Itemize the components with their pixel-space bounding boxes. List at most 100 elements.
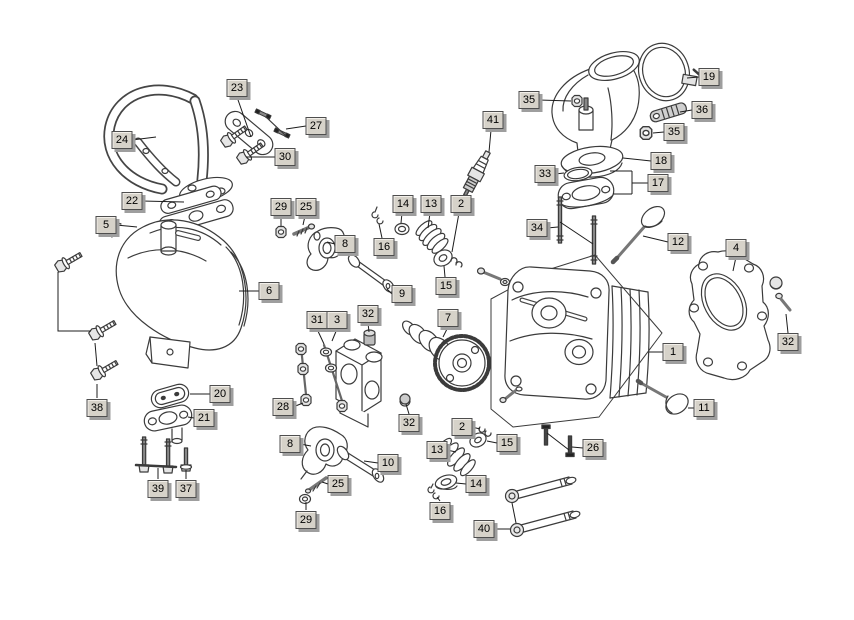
callout-31-28[interactable]: 31: [306, 311, 328, 329]
callout-29-7[interactable]: 29: [270, 198, 292, 216]
callout-2-12[interactable]: 2: [450, 195, 472, 213]
breather-studs-part: [254, 108, 291, 139]
callout-34-24[interactable]: 34: [526, 219, 548, 237]
callout-14-10[interactable]: 14: [392, 195, 414, 213]
callout-17-23[interactable]: 17: [647, 174, 669, 192]
leader-line-26: [571, 446, 584, 449]
callout-19-18[interactable]: 19: [698, 68, 720, 86]
leader-line-35: [538, 99, 572, 102]
callout-32-30[interactable]: 32: [357, 305, 379, 323]
callout-28-33[interactable]: 28: [272, 398, 294, 416]
intake-manifold-part: [551, 50, 640, 178]
callout-30-3[interactable]: 30: [274, 148, 296, 166]
callout-35-20[interactable]: 35: [663, 123, 685, 141]
leader-line-16: [436, 496, 441, 502]
callout-8-9[interactable]: 8: [334, 235, 356, 253]
leader-line-25: [302, 215, 306, 226]
callout-15-47[interactable]: 15: [496, 434, 518, 452]
adjuster-screw2-part: [304, 476, 328, 494]
callout-24-2[interactable]: 24: [111, 131, 133, 149]
callout-14-48[interactable]: 14: [465, 475, 487, 493]
callout-15-14[interactable]: 15: [435, 277, 457, 295]
leader-line-26: [546, 432, 570, 451]
spring-retainer-part: [433, 249, 463, 268]
callout-5-5[interactable]: 5: [95, 216, 117, 234]
leader-line-2: [471, 426, 481, 430]
callout-4-26[interactable]: 4: [725, 239, 747, 257]
callout-20-36[interactable]: 20: [209, 385, 231, 403]
leader-line-21: [187, 416, 195, 419]
callout-16-13[interactable]: 16: [373, 238, 395, 256]
leader-line-22: [141, 200, 185, 203]
manifold-studs-part: [556, 196, 598, 265]
valve-keepers-part: [371, 206, 384, 225]
callout-11-35[interactable]: 11: [693, 399, 715, 417]
callout-33-22[interactable]: 33: [534, 165, 556, 183]
callout-13-11[interactable]: 13: [420, 195, 442, 213]
callout-18-21[interactable]: 18: [650, 152, 672, 170]
callout-32-34[interactable]: 32: [398, 414, 420, 432]
callout-38-38[interactable]: 38: [86, 399, 108, 417]
leader-line-10: [363, 460, 379, 464]
callout-25-41[interactable]: 25: [327, 475, 349, 493]
callout-6-6[interactable]: 6: [258, 282, 280, 300]
valve-spring-part: [415, 220, 449, 254]
holder-studs-part: [295, 342, 348, 413]
callout-3-29[interactable]: 3: [326, 311, 348, 329]
cylinder-head-part: [476, 266, 650, 404]
leader-line-18: [622, 157, 652, 162]
head-studs-part: [541, 424, 575, 458]
leader-line-5: [115, 224, 138, 228]
side-screw-part: [769, 276, 792, 312]
spark-plug-part: [459, 150, 491, 201]
callout-7-31[interactable]: 7: [437, 309, 459, 327]
callout-1-32[interactable]: 1: [662, 343, 684, 361]
spring-seat-washer-part: [394, 222, 410, 236]
leader-line-35: [652, 131, 665, 134]
leader-line-25: [321, 481, 329, 485]
leader-line-13: [446, 449, 457, 453]
callout-41-16[interactable]: 41: [482, 111, 504, 129]
leader-line-32: [785, 313, 789, 334]
callout-32-27[interactable]: 32: [777, 333, 799, 351]
callout-2-45[interactable]: 2: [451, 418, 473, 436]
leader-line-31: [316, 328, 325, 345]
callout-25-8[interactable]: 25: [295, 198, 317, 216]
leader-line-23: [236, 96, 252, 138]
callout-27-1[interactable]: 27: [305, 117, 327, 135]
callout-37-44[interactable]: 37: [175, 480, 197, 498]
leader-line-40: [511, 502, 517, 524]
cylinder-head-gasket-part: [688, 250, 771, 381]
rocker-holder-part: [335, 338, 383, 428]
callout-23-0[interactable]: 23: [226, 79, 248, 97]
callout-13-46[interactable]: 13: [426, 441, 448, 459]
callout-26-50[interactable]: 26: [582, 439, 604, 457]
leader-line-24: [131, 136, 157, 141]
callout-10-40[interactable]: 10: [377, 454, 399, 472]
adjuster-nut2-part: [298, 493, 312, 505]
callout-40-51[interactable]: 40: [473, 520, 495, 538]
leader-line-32: [367, 322, 370, 333]
callout-8-39[interactable]: 8: [279, 435, 301, 453]
adjuster-screw-part: [292, 223, 316, 237]
manifold-spacer-part: [649, 102, 687, 123]
callout-22-4[interactable]: 22: [121, 192, 143, 210]
leader-line-38: [94, 342, 98, 367]
callout-39-43[interactable]: 39: [147, 480, 169, 498]
spring-seat2-part: [434, 474, 458, 490]
leader-line-38: [57, 272, 91, 332]
callout-36-19[interactable]: 36: [691, 101, 713, 119]
callout-21-37[interactable]: 21: [193, 409, 215, 427]
leader-line-15: [443, 265, 446, 278]
callout-9-15[interactable]: 9: [391, 285, 413, 303]
leader-line-19: [686, 76, 700, 79]
callout-35-17[interactable]: 35: [518, 91, 540, 109]
callout-29-42[interactable]: 29: [295, 511, 317, 529]
leader-lines: [57, 76, 789, 530]
callout-16-49[interactable]: 16: [429, 502, 451, 520]
callout-12-25[interactable]: 12: [667, 233, 689, 251]
